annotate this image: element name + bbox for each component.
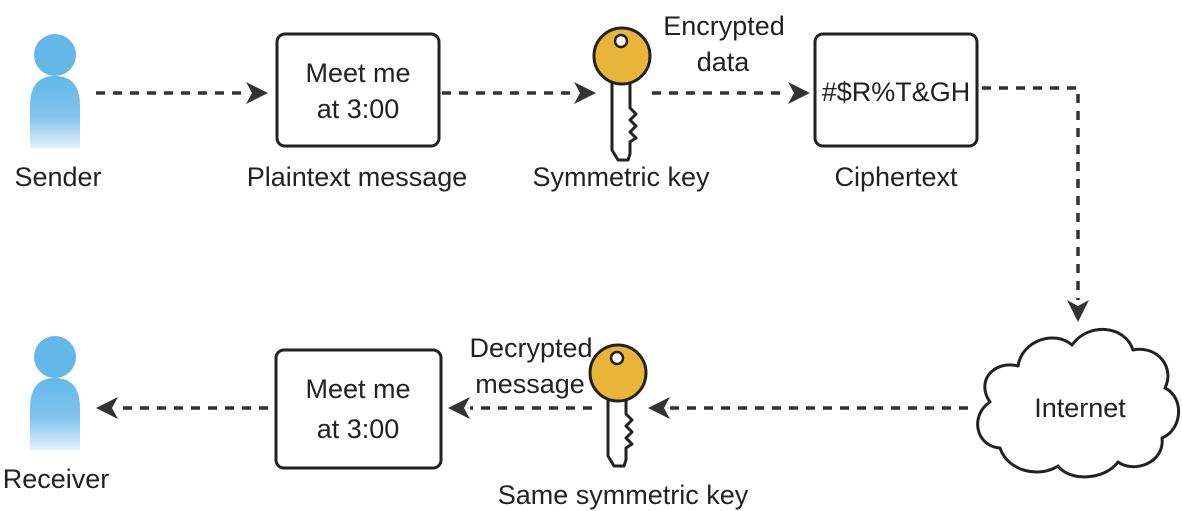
arrowhead-icon: [96, 397, 118, 419]
arrow-sender-to-plaintext: [96, 82, 268, 104]
plaintext-message: Meet me at 3:00 Plaintext message: [247, 32, 468, 192]
ciphertext-text: #$R%T&GH: [822, 77, 971, 107]
receiver: Receiver: [3, 336, 110, 494]
arrowhead-icon: [788, 82, 810, 104]
plaintext-box: [275, 32, 441, 148]
plaintext-line-2: at 3:00: [317, 94, 400, 124]
sender-label: Sender: [14, 162, 101, 192]
arrow-key-to-decrypted: Decrypted message: [448, 333, 593, 419]
decrypted-box: [274, 348, 443, 470]
arrowhead-icon: [648, 397, 670, 419]
arrowhead-icon: [448, 397, 470, 419]
ciphertext: #$R%T&GH Ciphertext: [813, 32, 979, 192]
encrypted-data-label-line-1: Encrypted: [663, 11, 785, 41]
internet-label: Internet: [1034, 393, 1126, 423]
arrowhead-icon: [246, 82, 268, 104]
plaintext-caption: Plaintext message: [247, 162, 468, 192]
arrow-plaintext-to-key: [442, 82, 596, 104]
same-symmetric-key-icon: [588, 343, 648, 468]
decrypted-line-2: at 3:00: [317, 414, 400, 444]
arrow-internet-to-same-key: [648, 397, 968, 419]
arrow-key-to-ciphertext: Encrypted data: [652, 11, 810, 104]
cloud-icon: [976, 328, 1181, 479]
arrowhead-icon: [574, 82, 596, 104]
plaintext-line-1: Meet me: [305, 58, 410, 88]
sender: Sender: [14, 34, 102, 192]
decrypted-message: Meet me at 3:00: [274, 348, 443, 470]
symmetric-key: Symmetric key: [532, 26, 710, 192]
sender-person-icon: [30, 34, 80, 148]
decrypted-line-1: Meet me: [305, 374, 410, 404]
arrowhead-icon: [1067, 300, 1089, 322]
decrypted-message-label-line-2: message: [475, 369, 585, 399]
internet: Internet: [976, 328, 1181, 479]
ciphertext-caption: Ciphertext: [834, 162, 958, 192]
receiver-label: Receiver: [3, 464, 110, 494]
same-key-caption: Same symmetric key: [498, 480, 749, 510]
encrypted-data-label-line-2: data: [697, 47, 751, 77]
arrow-ciphertext-to-internet: [982, 86, 1089, 322]
same-symmetric-key: Same symmetric key: [498, 343, 749, 510]
arrow-decrypted-to-receiver: [96, 397, 268, 419]
ciphertext-box: [813, 32, 979, 148]
symmetric-key-icon: [592, 26, 652, 162]
decrypted-message-label-line-1: Decrypted: [469, 333, 592, 363]
receiver-person-icon: [30, 336, 80, 450]
symmetric-key-caption: Symmetric key: [532, 162, 710, 192]
